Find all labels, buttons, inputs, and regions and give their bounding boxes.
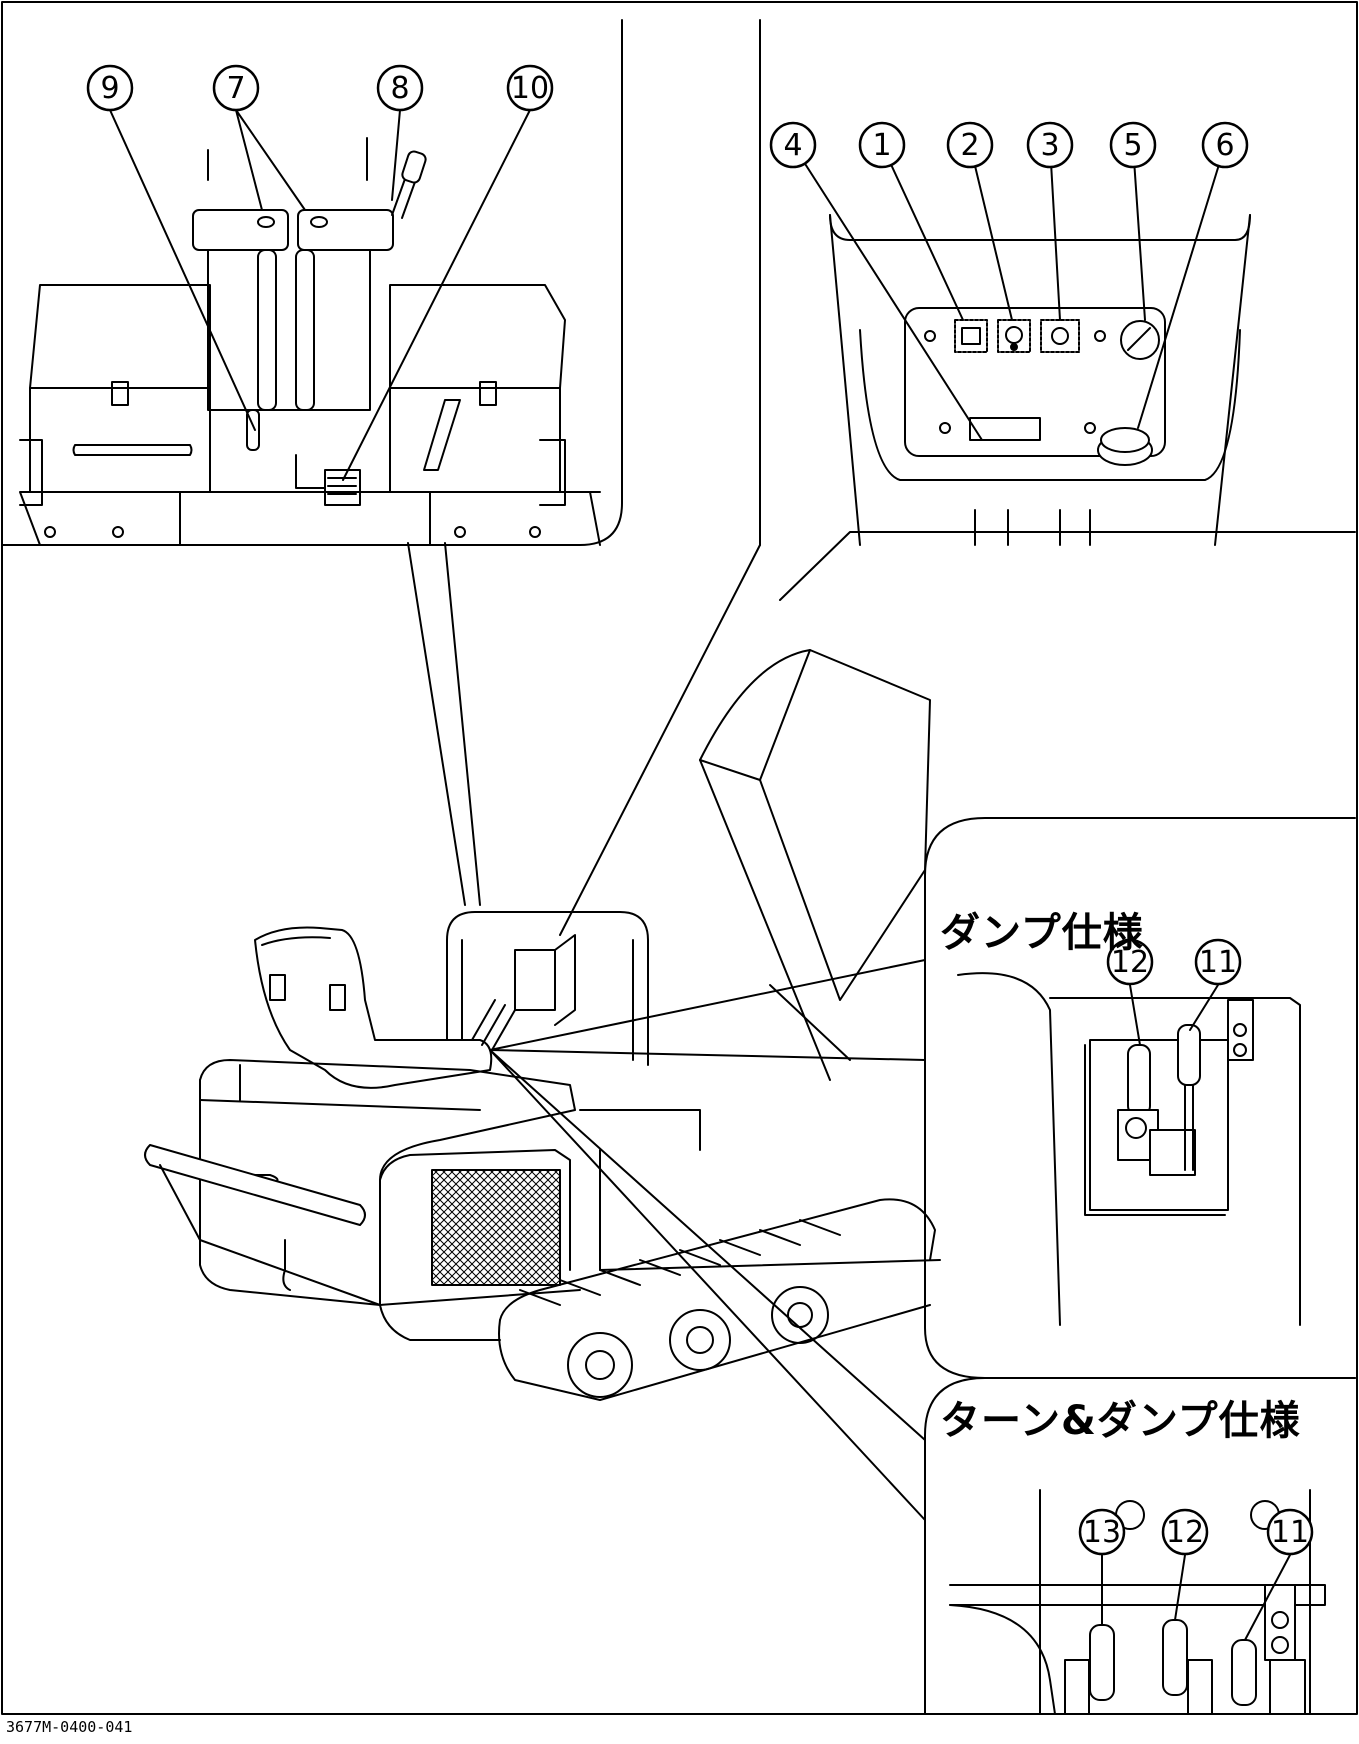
callout-circle [1026, 121, 1074, 169]
inset-lever-area [1, 19, 623, 546]
callout-circle [212, 64, 260, 112]
callout-circle [1266, 1508, 1314, 1556]
callout-c7: 7 [212, 64, 260, 112]
callout-number: 11 [1199, 945, 1237, 980]
callout-number: 3 [1040, 128, 1059, 163]
callout-circle [506, 64, 554, 112]
callout-circle [1201, 121, 1249, 169]
callout-c9: 9 [86, 64, 134, 112]
callout-number: 7 [226, 71, 245, 106]
inset-dump-frame [924, 817, 1356, 1379]
callout-c6: 6 [1201, 121, 1249, 169]
callout-number: 2 [960, 128, 979, 163]
callout-c3: 3 [1026, 121, 1074, 169]
callout-c2: 2 [946, 121, 994, 169]
inset-turn-dump-spec [949, 1489, 1326, 1715]
callout-c8: 8 [376, 64, 424, 112]
callout-number: 1 [872, 128, 891, 163]
inset-switch-panel [759, 19, 1251, 546]
callout-c12b: 12 [1161, 1508, 1209, 1556]
callout-c4: 4 [769, 121, 817, 169]
callout-c13: 13 [1078, 1508, 1126, 1556]
callout-circle [1078, 1508, 1126, 1556]
callout-circle [1106, 938, 1154, 986]
callout-circle [376, 64, 424, 112]
callout-c1: 1 [858, 121, 906, 169]
callout-number: 5 [1123, 128, 1142, 163]
callout-c11a: 11 [1194, 938, 1242, 986]
inset-dump-spec [957, 972, 1301, 1326]
callout-number: 9 [100, 71, 119, 106]
callout-circle [858, 121, 906, 169]
dump-spec-caption: ダンプ仕様 [940, 910, 1144, 956]
callout-number: 8 [390, 71, 409, 106]
callout-number: 13 [1083, 1515, 1121, 1550]
callout-c10: 10 [506, 64, 554, 112]
callout-c12a: 12 [1106, 938, 1154, 986]
inset-turn-dump-frame [924, 1377, 1356, 1715]
callout-number: 11 [1271, 1515, 1309, 1550]
callout-circle [1109, 121, 1157, 169]
callout-circle [86, 64, 134, 112]
callout-number: 12 [1111, 945, 1149, 980]
callout-c11b: 11 [1266, 1508, 1314, 1556]
callout-circle [1161, 1508, 1209, 1556]
callout-number: 10 [511, 71, 549, 106]
figure-id: 3677M-0400-041 [6, 1718, 133, 1736]
callout-circle [946, 121, 994, 169]
callout-number: 6 [1215, 128, 1234, 163]
callout-number: 12 [1166, 1515, 1204, 1550]
callout-number: 4 [783, 128, 802, 163]
callout-c5: 5 [1109, 121, 1157, 169]
callout-circle [1194, 938, 1242, 986]
callout-circle [769, 121, 817, 169]
turn-dump-spec-caption: ターン&ダンプ仕様 [940, 1398, 1301, 1444]
carrier-machine-illustration [144, 542, 941, 1521]
inset-border-line [779, 531, 1356, 601]
